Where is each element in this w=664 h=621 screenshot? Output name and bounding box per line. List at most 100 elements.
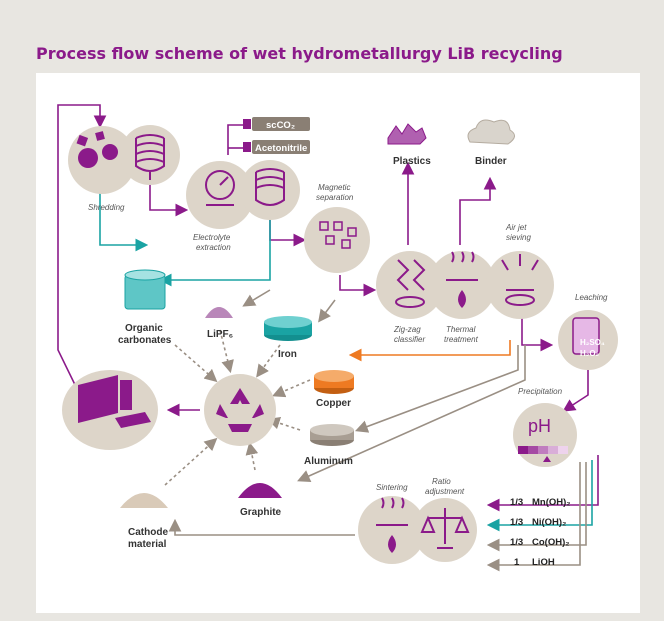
arrow-sco2: [227, 124, 243, 155]
magnet-grid-icon: [319, 221, 357, 249]
magnetic-separation-step: Magnetic separation: [304, 183, 370, 273]
precip-compound-li: LiOH: [532, 557, 555, 568]
precip-ratio-li: 1: [514, 557, 520, 568]
precip-ratio-ni: 1/3: [510, 517, 523, 528]
cathode-label-2: material: [128, 539, 167, 550]
cathode-product: Cathode material: [120, 493, 168, 550]
precip-ratio-mn: 1/3: [510, 497, 523, 508]
arrow-dashed-graphite: [245, 441, 259, 471]
arrow-ni: [486, 460, 593, 532]
precipitation-label: Precipitation: [518, 387, 563, 396]
leaching-label: Leaching: [575, 293, 608, 302]
organic-carbonates-product: Organic carbonates: [118, 269, 172, 346]
arrow-to-lipf6: [242, 289, 271, 307]
aluminum-label: Aluminum: [304, 456, 353, 467]
flow-arrows: [57, 104, 599, 572]
sco2-label: scCO₂: [266, 120, 295, 131]
leach-reagent-1: H₂SO₄: [580, 338, 605, 347]
arrow-sinter-to-cathode: [168, 518, 355, 536]
plastics-product: Plastics: [387, 123, 431, 167]
arrow-magnetic-to-classifier: [339, 275, 377, 297]
gear-icon: [76, 131, 118, 168]
arrow-dashed-cathode: [164, 437, 218, 486]
shredder-drum-icon: [135, 134, 165, 180]
figure-title: Process flow scheme of wet hydrometallur…: [36, 44, 563, 63]
ratio-adjustment-step: Ratio adjustment: [413, 477, 477, 562]
pressure-gauge-icon: [205, 170, 235, 206]
arrow-co: [486, 462, 587, 552]
cathode-label-1: Cathode: [128, 527, 168, 538]
arrow-return-top: [57, 104, 107, 396]
iron-label: Iron: [278, 349, 297, 360]
precip-compound-ni: Ni(OH)₂: [532, 517, 566, 528]
precip-ratio-co: 1/3: [510, 537, 523, 548]
arrow-mn: [486, 455, 599, 512]
electrolyte-label-2: extraction: [196, 243, 231, 252]
arrow-to-binder: [459, 176, 497, 245]
arrow-to-iron: [318, 299, 336, 323]
zigzag-label-1: Zig-zag: [393, 325, 421, 334]
balance-scale-icon: [420, 508, 470, 549]
precip-compound-mn: Mn(OH)₂: [532, 497, 571, 508]
arrow-dashed-copper: [272, 379, 311, 398]
plastics-label: Plastics: [393, 156, 431, 167]
ph-scale-icon: [518, 446, 568, 462]
ratio-label-1: Ratio: [432, 477, 451, 486]
graphite-label: Graphite: [240, 507, 282, 518]
copper-label: Copper: [316, 398, 351, 409]
extraction-drum-icon: [255, 168, 285, 206]
zigzag-icon: [395, 259, 426, 308]
electrolyte-extraction-step: Electrolyte extraction: [186, 160, 300, 252]
recycle-icon: [216, 388, 264, 432]
arrow-shred-to-electrolyte: [149, 182, 189, 217]
solvent-sco2: scCO₂: [243, 117, 310, 131]
sintering-step: Sintering: [358, 483, 426, 564]
battery-pack: [62, 370, 158, 450]
sintering-label: Sintering: [376, 483, 408, 492]
battery-icon: [78, 375, 118, 423]
arrow-lioh: [486, 462, 581, 572]
zigzag-classifier-step: Zig-zag classifier: [376, 251, 444, 344]
electrolyte-label-1: Electrolyte: [193, 233, 231, 242]
thermal-treatment-step: Thermal treatment: [428, 251, 496, 344]
lipf6-product: LiPF₆: [205, 307, 233, 340]
iron-product: Iron: [264, 316, 312, 360]
magnetic-label-2: separation: [316, 193, 354, 202]
arrow-dashed-lipf6: [219, 329, 234, 374]
arrow-to-aluminum: [355, 345, 519, 433]
flame-icon: [458, 290, 466, 308]
figure-frame: Process flow scheme of wet hydrometallur…: [6, 6, 658, 615]
arrow-dashed-iron: [256, 344, 281, 378]
binder-label: Binder: [475, 156, 507, 167]
ratio-label-2: adjustment: [425, 487, 465, 496]
thermal-label-2: treatment: [444, 335, 479, 344]
shredding-step: Shredding: [68, 125, 180, 212]
precipitation-step: pH Precipitation: [513, 387, 577, 467]
leach-reagent-2: H₂O₂: [580, 349, 600, 358]
aluminum-product: Aluminum: [304, 424, 354, 467]
arrow-to-graphite: [297, 345, 526, 482]
airjet-label-1: Air jet: [505, 223, 527, 232]
binder-product: Binder: [467, 119, 515, 167]
graphite-product: Graphite: [238, 483, 282, 518]
arrow-electrolyte-teal: [158, 212, 271, 287]
heat-icon: [446, 251, 478, 281]
leaching-step: H₂SO₄ H₂O₂ Leaching: [558, 293, 618, 370]
shredding-label: Shredding: [88, 203, 125, 212]
sieve-icon: [501, 254, 539, 306]
arrow-shred-teal: [99, 190, 149, 252]
magnetic-label-1: Magnetic: [318, 183, 350, 192]
airjet-label-2: sieving: [506, 233, 531, 242]
acetonitrile-label: Acetonitrile: [255, 143, 307, 154]
recycling-hub: [204, 374, 276, 446]
arrow-dashed-organic: [174, 344, 218, 383]
arrow-to-leaching: [521, 315, 554, 352]
precipitate-list: 1/3 Mn(OH)₂ 1/3 Ni(OH)₂ 1/3 Co(OH)₂ 1 Li…: [510, 497, 571, 568]
airjet-sieving-step: Air jet sieving: [486, 223, 554, 319]
sinter-flame-icon: [388, 535, 396, 553]
arrow-dashed-aluminum: [266, 416, 301, 431]
ph-label: pH: [528, 416, 551, 436]
lipf6-label: LiPF₆: [207, 329, 233, 340]
copper-product: Copper: [314, 370, 354, 409]
